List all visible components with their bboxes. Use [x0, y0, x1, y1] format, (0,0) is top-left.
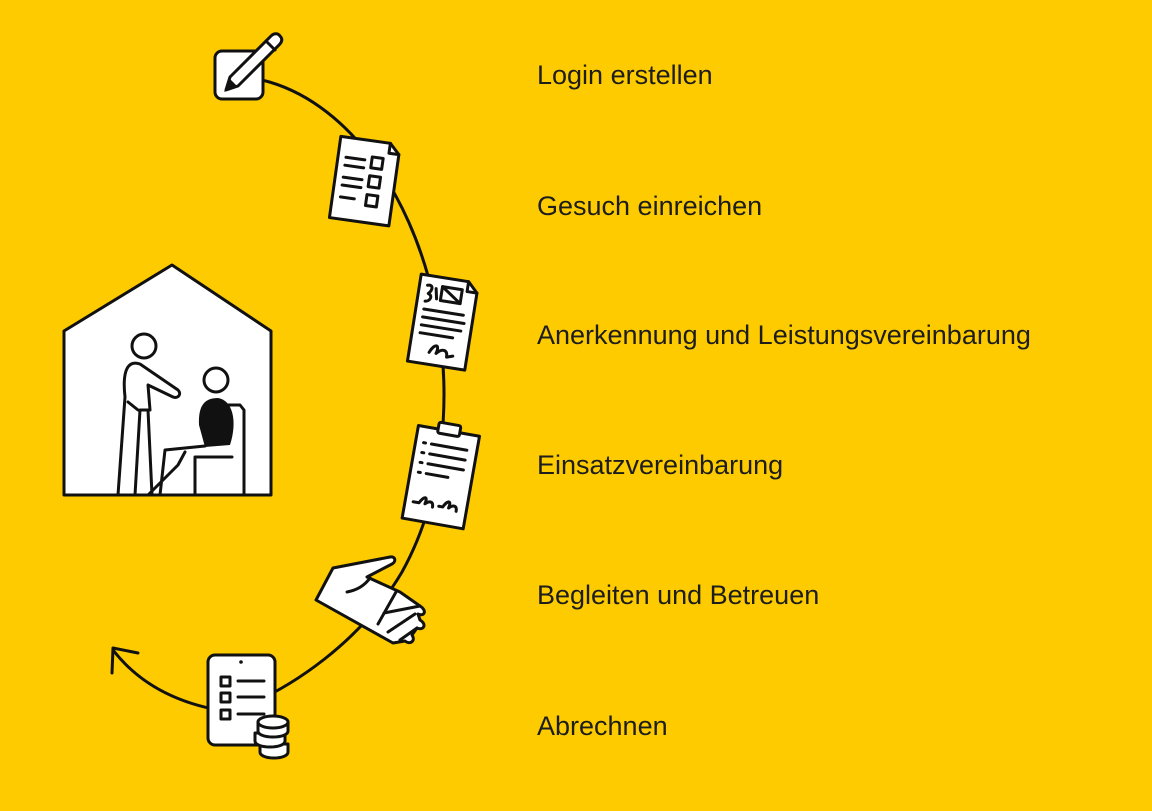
- arrowhead-icon: [110, 646, 140, 675]
- step-login-erstellen: Login erstellen: [537, 60, 713, 90]
- pencil-square-icon: [213, 32, 284, 101]
- house-care-icon: [62, 263, 273, 497]
- step-abrechnen: Abrechnen: [537, 711, 668, 741]
- clipboard-signatures-icon: [400, 420, 482, 531]
- open-hand-icon: [314, 555, 426, 645]
- step-einsatzvereinbarung: Einsatzvereinbarung: [537, 450, 784, 480]
- step-gesuch-einreichen: Gesuch einreichen: [537, 191, 763, 221]
- step-anerkennung-leistungsvereinbarung: Anerkennung und Leistungsvereinbarung: [537, 320, 1031, 350]
- tablet-coins-icon: [206, 653, 290, 760]
- form-document-icon: [327, 134, 401, 228]
- coins-icon: [253, 714, 290, 760]
- step-begleiten-betreuen: Begleiten und Betreuen: [537, 580, 820, 610]
- signed-certificate-icon: [405, 272, 479, 372]
